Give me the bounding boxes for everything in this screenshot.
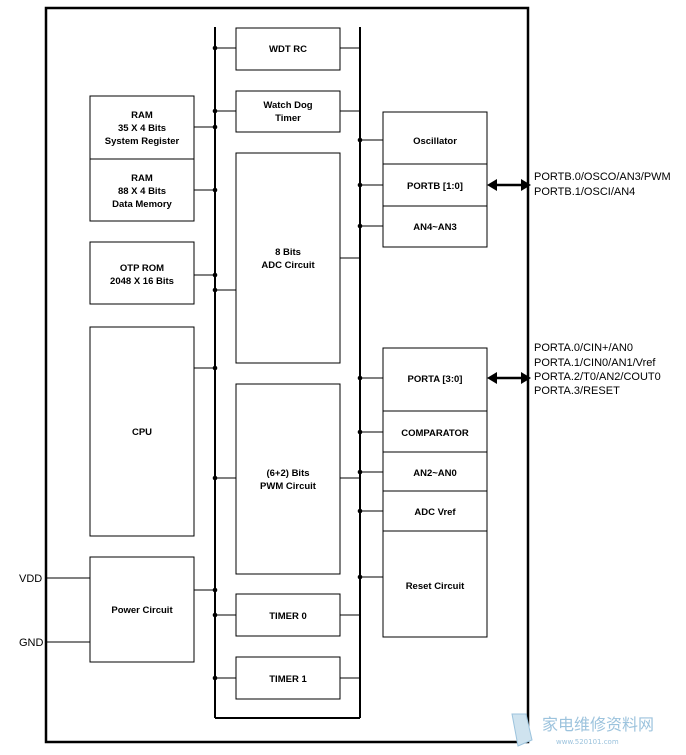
ram-sys-label-line2: 35 X 4 Bits — [118, 123, 166, 134]
otp-rom-label-line1: OTP ROM — [120, 263, 164, 274]
comparator-block: COMPARATOR — [382, 410, 488, 453]
porta-arrow — [487, 372, 531, 384]
adc-label-line2: ADC Circuit — [261, 260, 315, 271]
junction-dots — [212, 45, 363, 681]
watermark-url: www.520101.com — [556, 738, 619, 746]
timer0-block: TIMER 0 — [235, 593, 341, 637]
an4-an3-block: AN4~AN3 — [382, 205, 488, 248]
pwm-circuit-block: (6+2) Bits PWM Circuit — [235, 383, 341, 575]
ram-system-register-block: RAM 35 X 4 Bits System Register — [89, 95, 195, 160]
otp-rom-label-line2: 2048 X 16 Bits — [110, 276, 174, 287]
an4-an3-label: AN4~AN3 — [413, 222, 457, 233]
oscillator-block: Oscillator — [382, 111, 488, 165]
adc-label-line1: 8 Bits — [275, 247, 301, 258]
gnd-pin-label: GND — [19, 637, 44, 649]
pwm-label-line1: (6+2) Bits — [266, 468, 309, 479]
timer1-block: TIMER 1 — [235, 656, 341, 700]
ram-data-label-line2: 88 X 4 Bits — [118, 186, 166, 197]
an2-an0-block: AN2~AN0 — [382, 451, 488, 492]
porta-pin-2: PORTA.2/T0/AN2/COUT0 — [534, 371, 661, 383]
adc-vref-label: ADC Vref — [414, 507, 456, 518]
porta-pin-3: PORTA.3/RESET — [534, 385, 620, 397]
adc-vref-block: ADC Vref — [382, 490, 488, 532]
watermark-text: 家电维修资料网 — [542, 715, 654, 734]
adc-circuit-block: 8 Bits ADC Circuit — [235, 152, 341, 364]
cpu-label: CPU — [132, 427, 152, 438]
timer0-label: TIMER 0 — [269, 611, 306, 622]
timer1-label: TIMER 1 — [269, 674, 307, 685]
chip-outline — [44, 6, 530, 744]
watchdog-timer-block: Watch Dog Timer — [235, 90, 341, 133]
porta-pin-1: PORTA.1/CIN0/AN1/Vref — [534, 357, 656, 369]
watermark: 家电维修资料网 www.520101.com — [511, 713, 654, 747]
porta-label: PORTA [3:0] — [408, 374, 463, 385]
ram-data-memory-block: RAM 88 X 4 Bits Data Memory — [89, 158, 195, 222]
watchdog-label-line2: Timer — [275, 113, 301, 124]
portb-pin-0: PORTB.0/OSCO/AN3/PWM — [534, 171, 671, 183]
ram-sys-label-line1: RAM — [131, 110, 153, 121]
watchdog-label-line1: Watch Dog — [263, 100, 312, 111]
porta-block: PORTA [3:0] — [382, 347, 488, 412]
comparator-label: COMPARATOR — [401, 428, 469, 439]
wdt-rc-block: WDT RC — [235, 27, 341, 71]
power-circuit-label: Power Circuit — [111, 605, 173, 616]
porta-pin-0: PORTA.0/CIN+/AN0 — [534, 342, 633, 354]
power-circuit-block: Power Circuit — [89, 556, 195, 663]
oscillator-label: Oscillator — [413, 136, 457, 147]
portb-block: PORTB [1:0] — [382, 163, 488, 207]
portb-arrow — [487, 179, 531, 191]
otp-rom-block: OTP ROM 2048 X 16 Bits — [89, 241, 195, 305]
connectors — [46, 47, 383, 679]
watermark-logo — [511, 713, 533, 747]
an2-an0-label: AN2~AN0 — [413, 468, 457, 479]
ram-data-label-line3: Data Memory — [112, 199, 172, 210]
cpu-block: CPU — [89, 326, 195, 537]
reset-circuit-block: Reset Circuit — [382, 530, 488, 638]
wdt-rc-label: WDT RC — [269, 44, 307, 55]
portb-label: PORTB [1:0] — [407, 181, 463, 192]
ram-data-label-line1: RAM — [131, 173, 153, 184]
portb-pin-1: PORTB.1/OSCI/AN4 — [534, 186, 635, 198]
ram-sys-label-line3: System Register — [105, 136, 180, 147]
vdd-pin-label: VDD — [19, 573, 42, 585]
pwm-label-line2: PWM Circuit — [260, 481, 317, 492]
reset-circuit-label: Reset Circuit — [406, 581, 465, 592]
